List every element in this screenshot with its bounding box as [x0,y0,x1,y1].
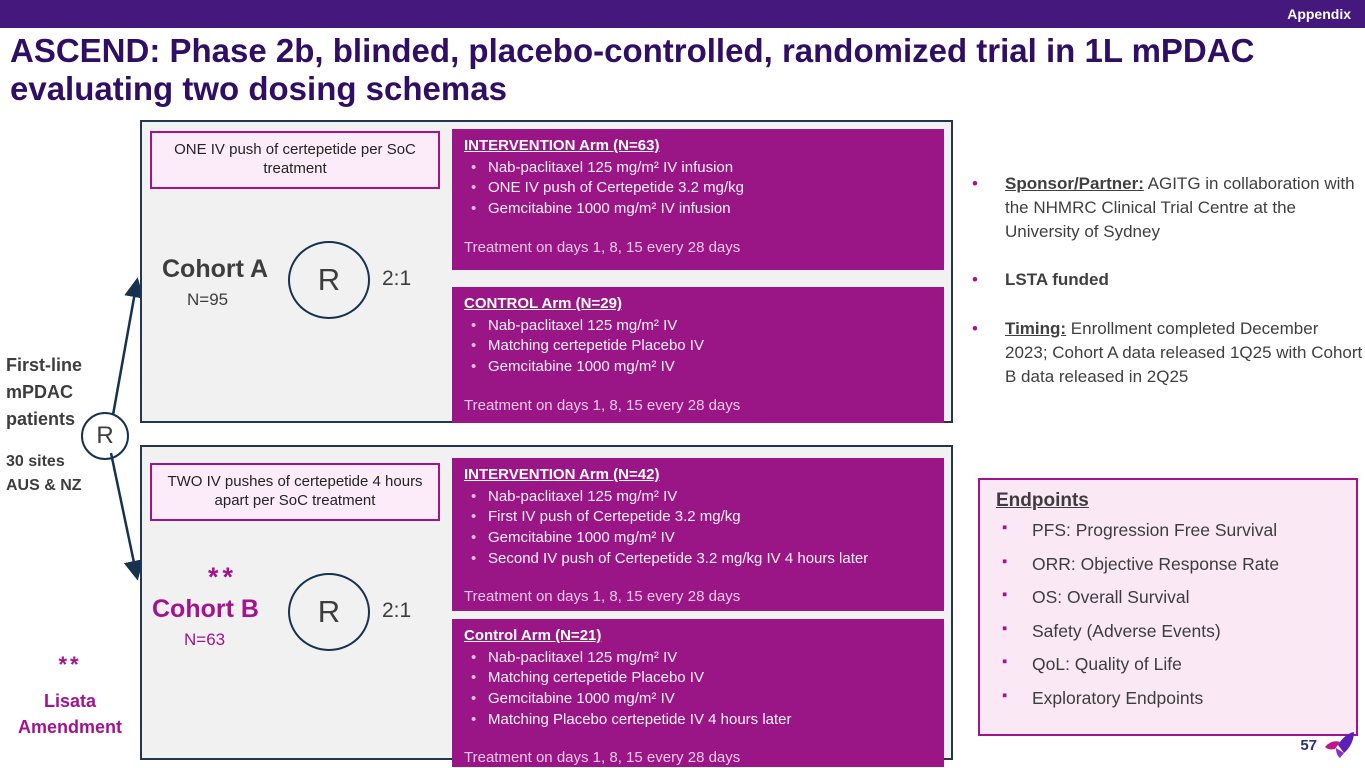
cohort-a-schema-note: ONE IV push of certepetide per SoC treat… [150,131,440,189]
cohort-a-randomization-circle: R [288,241,370,319]
arm-schedule: Treatment on days 1, 8, 15 every 28 days [464,238,741,256]
endpoint-item: Safety (Adverse Events) [996,620,1340,642]
endpoints-heading: Endpoints [996,490,1089,511]
randomization-symbol: R [317,594,341,629]
amendment-label: Lisata Amendment [17,691,122,738]
trial-info-label: LSTA funded [1005,270,1109,290]
randomization-circle-main: R [81,412,129,460]
arm-bullet: Matching certepetide Placebo IV [464,336,932,357]
cohort-a-panel: ONE IV push of certepetide per SoC treat… [140,120,953,423]
cohort-a-name: Cohort A [162,255,268,283]
arrow-to-cohort-a [111,277,144,416]
arm-bullet: Second IV push of Certepetide 3.2 mg/kg … [464,549,932,570]
trial-info-label: Timing: [1005,318,1067,338]
cohort-a-intervention-arm: INTERVENTION Arm (N=63) Nab-paclitaxel 1… [452,129,944,270]
arm-bullet-list: Nab-paclitaxel 125 mg/m² IVFirst IV push… [464,487,932,570]
cohort-b-intervention-arm: INTERVENTION Arm (N=42) Nab-paclitaxel 1… [452,458,944,611]
cohort-b-control-arm: Control Arm (N=21) Nab-paclitaxel 125 mg… [452,619,944,767]
endpoints-panel: Endpoints PFS: Progression Free Survival… [978,478,1358,736]
trial-info-item: Timing: Enrollment completed December 20… [968,317,1364,389]
sites-label: 30 sites AUS & NZ [6,453,82,494]
endpoints-list: PFS: Progression Free SurvivalORR: Objec… [996,519,1340,709]
arm-schedule: Treatment on days 1, 8, 15 every 28 days [464,396,741,414]
top-bar: Appendix [0,0,1365,28]
trial-info-text: AGITG in collaboration with the NHMRC Cl… [1005,174,1355,242]
arm-bullet: Gemcitabine 1000 mg/m² IV [464,689,932,710]
cohort-b-name: Cohort B [152,595,259,623]
cohort-b-ratio: 2:1 [382,599,412,622]
endpoint-item: ORR: Objective Response Rate [996,553,1340,575]
arm-schedule: Treatment on days 1, 8, 15 every 28 days [464,588,741,606]
randomization-symbol: R [317,262,341,297]
arm-heading: CONTROL Arm (N=29) [464,295,622,312]
arm-bullet: Matching Placebo certepetide IV 4 hours … [464,710,932,731]
arm-bullet: Matching certepetide Placebo IV [464,668,932,689]
arm-heading: INTERVENTION Arm (N=63) [464,137,660,154]
cohort-a-ratio: 2:1 [382,267,412,290]
cohort-b-n: N=63 [184,630,226,649]
page-number: 57 [1300,737,1317,754]
trial-info-text: Enrollment completed December 2023; Coho… [1005,318,1363,386]
arm-bullet-list: Nab-paclitaxel 125 mg/m² IVMatching cert… [464,648,932,731]
arm-bullet: Gemcitabine 1000 mg/m² IV [464,357,932,378]
endpoint-item: PFS: Progression Free Survival [996,519,1340,541]
arm-bullet: ONE IV push of Certepetide 3.2 mg/kg [464,178,932,199]
cohort-a-n: N=95 [187,290,229,309]
arm-bullet: Gemcitabine 1000 mg/m² IV infusion [464,199,932,220]
cohort-b-marker: ** [208,562,238,592]
arm-bullet: Gemcitabine 1000 mg/m² IV [464,528,932,549]
arm-heading: Control Arm (N=21) [464,627,602,644]
randomization-symbol: R [96,422,114,449]
arm-bullet-list: Nab-paclitaxel 125 mg/m² IVMatching cert… [464,316,932,378]
arm-bullet-list: Nab-paclitaxel 125 mg/m² IV infusionONE … [464,158,932,220]
endpoint-item: OS: Overall Survival [996,586,1340,608]
appendix-tag: Appendix [1287,6,1351,22]
arm-bullet: Nab-paclitaxel 125 mg/m² IV [464,648,932,669]
amendment-marker: ** [58,652,82,677]
arm-bullet: First IV push of Certepetide 3.2 mg/kg [464,507,932,528]
arrow-to-cohort-b [109,452,144,581]
arm-bullet: Nab-paclitaxel 125 mg/m² IV [464,316,932,337]
cohort-b-schema-note: TWO IV pushes of certepetide 4 hours apa… [150,463,440,521]
arm-heading: INTERVENTION Arm (N=42) [464,466,660,483]
slide-title: ASCEND: Phase 2b, blinded, placebo-contr… [10,32,1255,107]
endpoint-item: Exploratory Endpoints [996,687,1340,709]
endpoint-item: QoL: Quality of Life [996,653,1340,675]
arm-bullet: Nab-paclitaxel 125 mg/m² IV infusion [464,158,932,179]
cohort-a-control-arm: CONTROL Arm (N=29) Nab-paclitaxel 125 mg… [452,287,944,423]
lisata-logo-icon [1325,732,1354,758]
trial-info-item: LSTA funded [968,268,1364,292]
trial-info-list: Sponsor/Partner: AGITG in collaboration … [968,172,1364,413]
trial-info-item: Sponsor/Partner: AGITG in collaboration … [968,172,1364,244]
arm-schedule: Treatment on days 1, 8, 15 every 28 days [464,749,741,767]
arm-bullet: Nab-paclitaxel 125 mg/m² IV [464,487,932,508]
cohort-b-randomization-circle: R [288,573,370,651]
population-label: First-line mPDAC patients [6,355,83,429]
trial-info-label: Sponsor/Partner: [1005,174,1144,193]
cohort-b-panel: TWO IV pushes of certepetide 4 hours apa… [140,445,953,767]
